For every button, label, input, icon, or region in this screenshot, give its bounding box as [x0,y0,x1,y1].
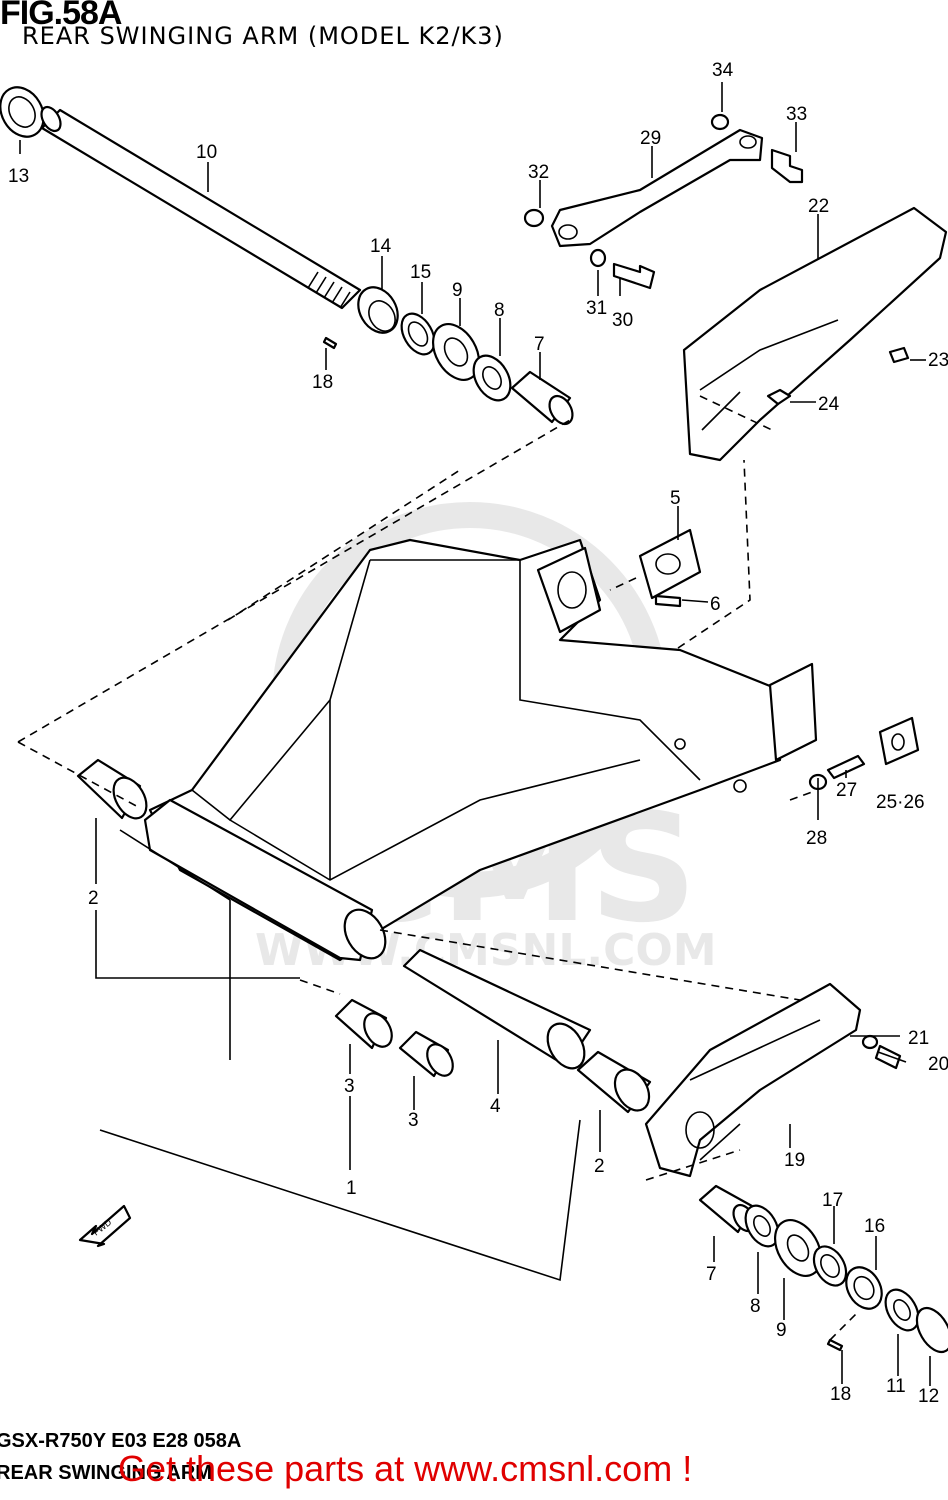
callout-33: 33 [786,104,807,125]
promo-link[interactable]: Get these parts at www.cmsnl.com ! [118,1448,693,1489]
callout-29: 29 [640,128,661,149]
callout-13: 13 [8,166,29,187]
callout-4: 4 [490,1096,501,1117]
callout-31: 31 [586,298,607,319]
part-17-bearing [812,1245,848,1287]
page-subtitle: REAR SWINGING ARM (MODEL K2/K3) [22,22,504,50]
callout-8b: 8 [750,1296,761,1317]
callout-2a: 2 [88,888,99,909]
part-6-screw [654,594,682,608]
part-2-bearing-right [576,1050,652,1114]
swing-arm-pivot-tube [143,798,387,962]
callout-17: 17 [822,1190,843,1211]
callout-8: 8 [494,300,505,321]
callout-labels: 34 33 29 32 22 31 30 23 24 10 13 14 15 9… [8,60,948,1407]
callout-30: 30 [612,310,633,331]
callout-20: 20 [928,1054,948,1075]
callout-7: 7 [534,334,545,355]
callout-1: 1 [346,1178,357,1199]
part-8-washer-b [744,1204,780,1248]
callout-3b: 3 [408,1110,419,1131]
part-19-chain-buffer [644,982,862,1178]
part-10-axle [40,105,362,310]
part-4-sleeve [402,948,592,1070]
callout-25-26: 25·26 [876,792,925,813]
part-3-bearing-a [334,998,393,1050]
part-32-nut [523,208,545,228]
callout-22: 22 [808,196,829,217]
part-16-adjuster [845,1266,883,1310]
leader-lines [17,82,931,1386]
part-5-plate [638,528,702,600]
callout-27: 27 [836,780,857,801]
part-20-screw [874,1044,902,1070]
part-29-link [550,128,764,248]
callout-28: 28 [806,828,827,849]
callout-18: 18 [312,372,333,393]
callout-9b: 9 [776,1320,787,1341]
part-21-washer [861,1034,879,1050]
part-18-bolt-b [826,1338,844,1352]
part-12-nut [915,1306,948,1354]
part-14-adjuster [357,286,399,334]
callout-23: 23 [928,350,948,371]
model-code: GSX-R750Y E03 E28 058A [0,1430,242,1452]
part-24-grommet [766,388,792,406]
callout-34: 34 [712,60,734,81]
part-27-bolt [826,754,866,780]
callout-9: 9 [452,280,463,301]
part-23-screw [888,346,910,364]
part-15-bearing [400,312,436,356]
callout-3a: 3 [344,1076,355,1097]
section-name: REAR SWINGING ARM [0,1462,212,1484]
part-8-washer [472,354,512,402]
callout-19: 19 [784,1150,805,1171]
callout-32: 32 [528,162,549,183]
callout-7b: 7 [706,1264,717,1285]
figure-title: FIG.58A [0,0,122,32]
part-22-chain-guard [682,206,948,462]
callout-11: 11 [886,1376,906,1397]
part-2-bearing-left [76,758,148,820]
part-30-bolt [612,262,656,290]
callout-18b: 18 [830,1384,851,1405]
callout-24: 24 [818,394,840,415]
part-3-bearing-b [398,1030,454,1078]
swing-arm-body [148,538,818,962]
forward-arrow-icon: FWD [78,1204,132,1248]
part-13-nut [0,86,45,138]
callout-21: 21 [908,1028,929,1049]
part-9-seal-b [773,1219,823,1277]
part-7-spacer [510,370,574,426]
callout-6: 6 [710,594,721,615]
callout-15: 15 [410,262,431,283]
part-25-26-block [878,716,920,766]
part-34-nut [710,113,730,131]
part-33-bolt [770,148,804,184]
part-9-seal [431,323,481,381]
part-18-bolt [322,336,338,350]
part-31-washer [589,248,607,268]
part-11-washer [884,1288,920,1332]
callout-2b: 2 [594,1156,605,1177]
callout-12: 12 [918,1386,939,1407]
callout-10: 10 [196,142,217,163]
callout-16: 16 [864,1216,885,1237]
callout-14: 14 [370,236,392,257]
callout-5: 5 [670,488,681,509]
